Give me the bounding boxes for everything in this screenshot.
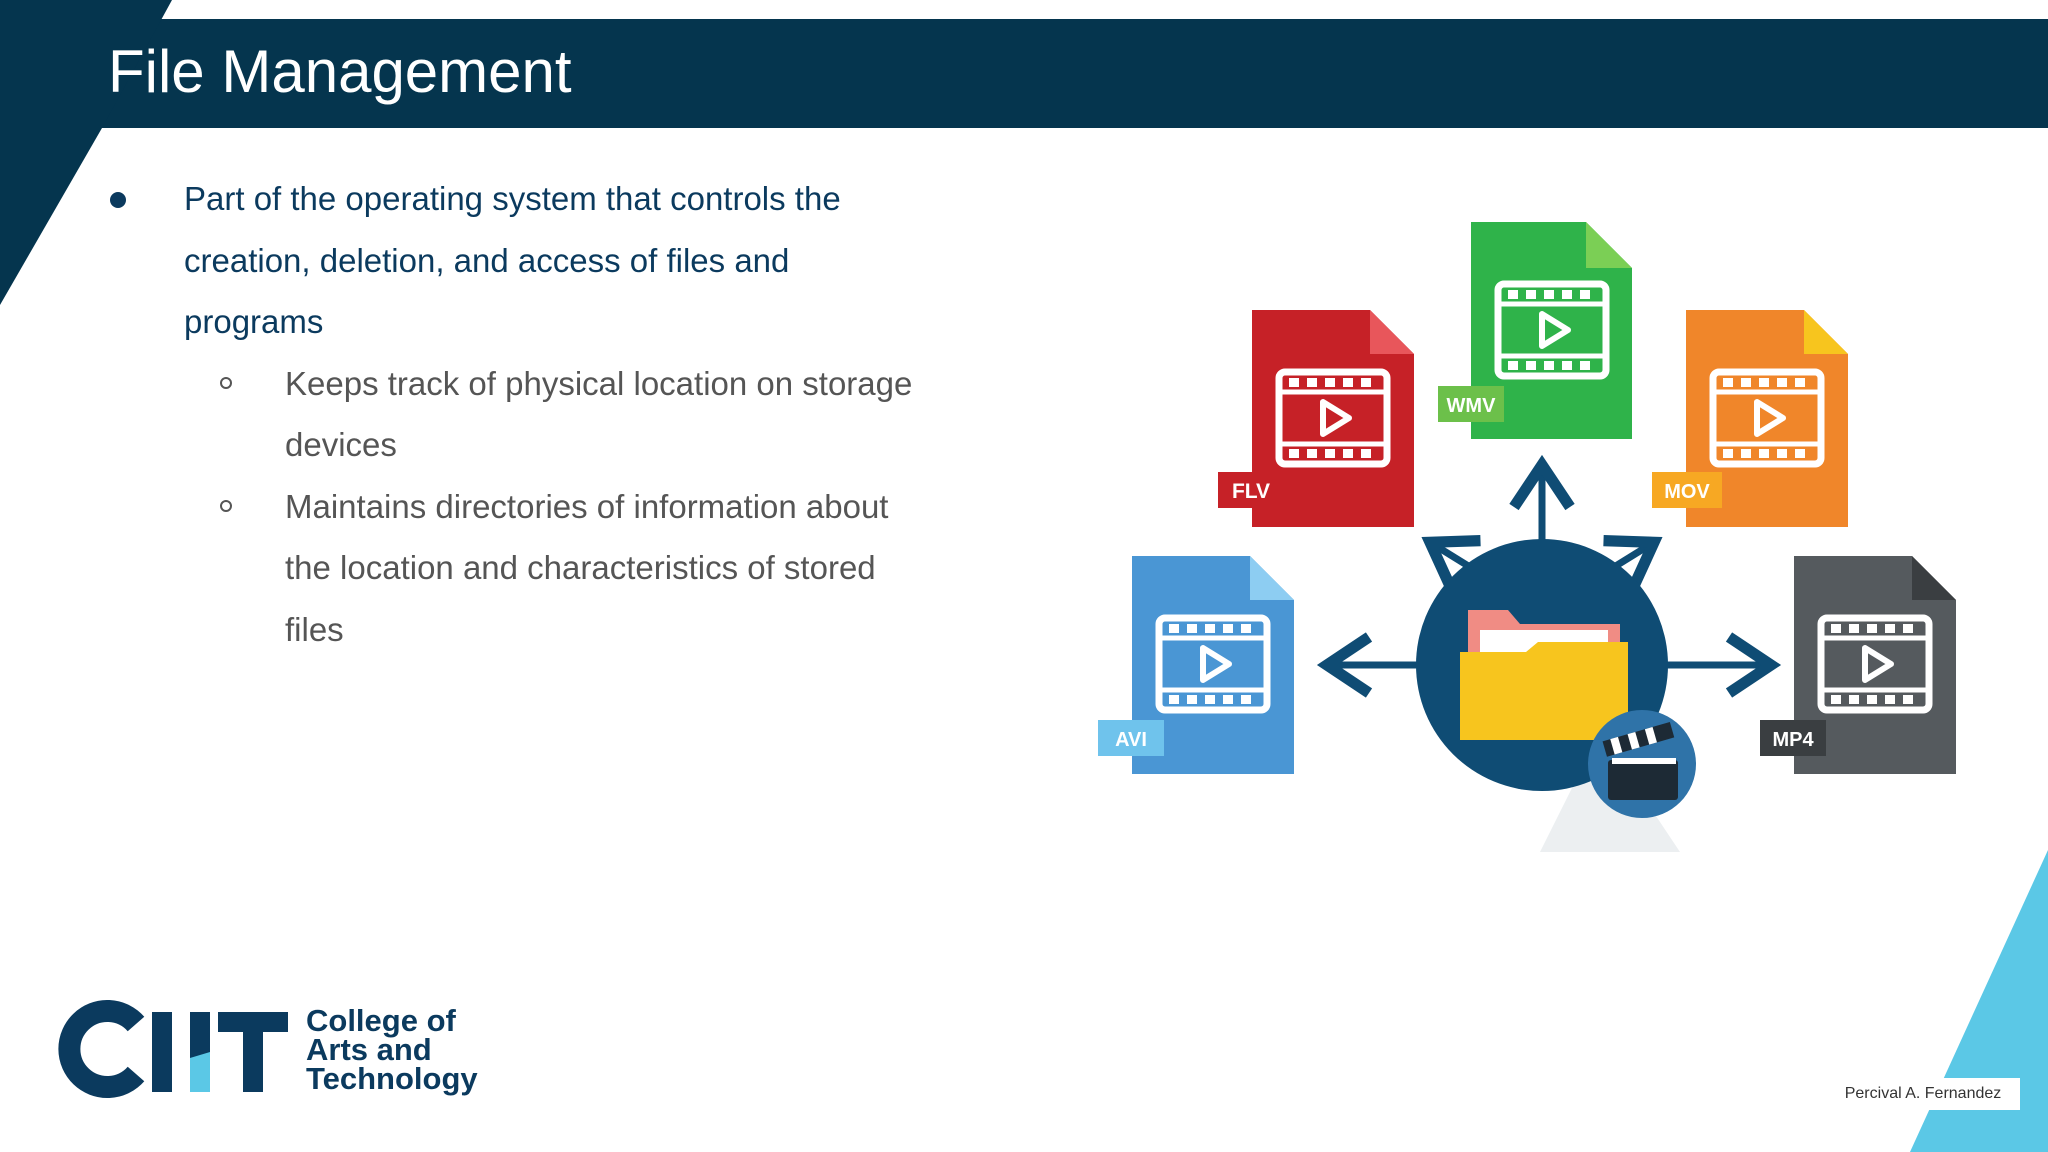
ciit-logo-mark	[58, 1000, 288, 1098]
flv-label: FLV	[1232, 480, 1270, 503]
bullet-line: creation, deletion, and access of files …	[184, 241, 790, 279]
sub-bullet-line: devices	[285, 426, 397, 463]
college-name-line: Arts and	[306, 1032, 432, 1067]
wmv-file-icon: WMV	[1438, 222, 1632, 439]
college-name-line: Technology	[306, 1061, 478, 1096]
title-bar	[0, 19, 2048, 128]
corner-accent-left	[0, 128, 102, 305]
sub-bullet-line: Maintains directories of information abo…	[285, 487, 889, 525]
college-name: College of Arts and Technology	[306, 1003, 478, 1096]
sub-bullet-ring-icon	[220, 376, 232, 389]
bullet-item: Part of the operating system that contro…	[108, 168, 1008, 353]
sub-bullet-line: the location and characteristics of stor…	[285, 549, 876, 586]
clapperboard-icon	[1588, 710, 1696, 818]
file-management-illustration: FLV WMV MOV AVI	[1098, 222, 1956, 852]
corner-accent-top	[0, 0, 172, 128]
college-name-line: College of	[306, 1003, 456, 1038]
mp4-file-icon: MP4	[1760, 556, 1956, 774]
folder-icon	[1460, 610, 1628, 740]
hub-circle	[1416, 539, 1696, 852]
corner-accent-bottom-right	[1910, 850, 2048, 1152]
sub-bullet-line: files	[285, 610, 344, 648]
sub-bullet-item: Maintains directories of information abo…	[108, 476, 1008, 661]
bullet-line: Part of the operating system that contro…	[184, 180, 841, 217]
flv-file-icon: FLV	[1218, 310, 1414, 527]
bullet-line: programs	[184, 303, 324, 340]
mp4-label: MP4	[1772, 729, 1814, 751]
bullet-list: Part of the operating system that contro…	[108, 168, 1008, 660]
mov-label: MOV	[1664, 481, 1710, 503]
ciit-logo: College of Arts and Technology	[58, 1000, 498, 1110]
avi-label: AVI	[1115, 729, 1147, 751]
sub-bullet-ring-icon	[220, 499, 232, 512]
sub-bullet-line: Keeps track of physical location on stor…	[285, 364, 913, 402]
slide-title: File Management	[108, 38, 572, 105]
presenter-name: Percival A. Fernandez	[1826, 1078, 2020, 1110]
mov-file-icon: MOV	[1652, 310, 1848, 527]
avi-file-icon: AVI	[1098, 556, 1294, 774]
bullet-dot-icon	[110, 192, 126, 208]
sub-bullet-item: Keeps track of physical location on stor…	[108, 353, 1008, 476]
wmv-label: WMV	[1447, 395, 1497, 417]
